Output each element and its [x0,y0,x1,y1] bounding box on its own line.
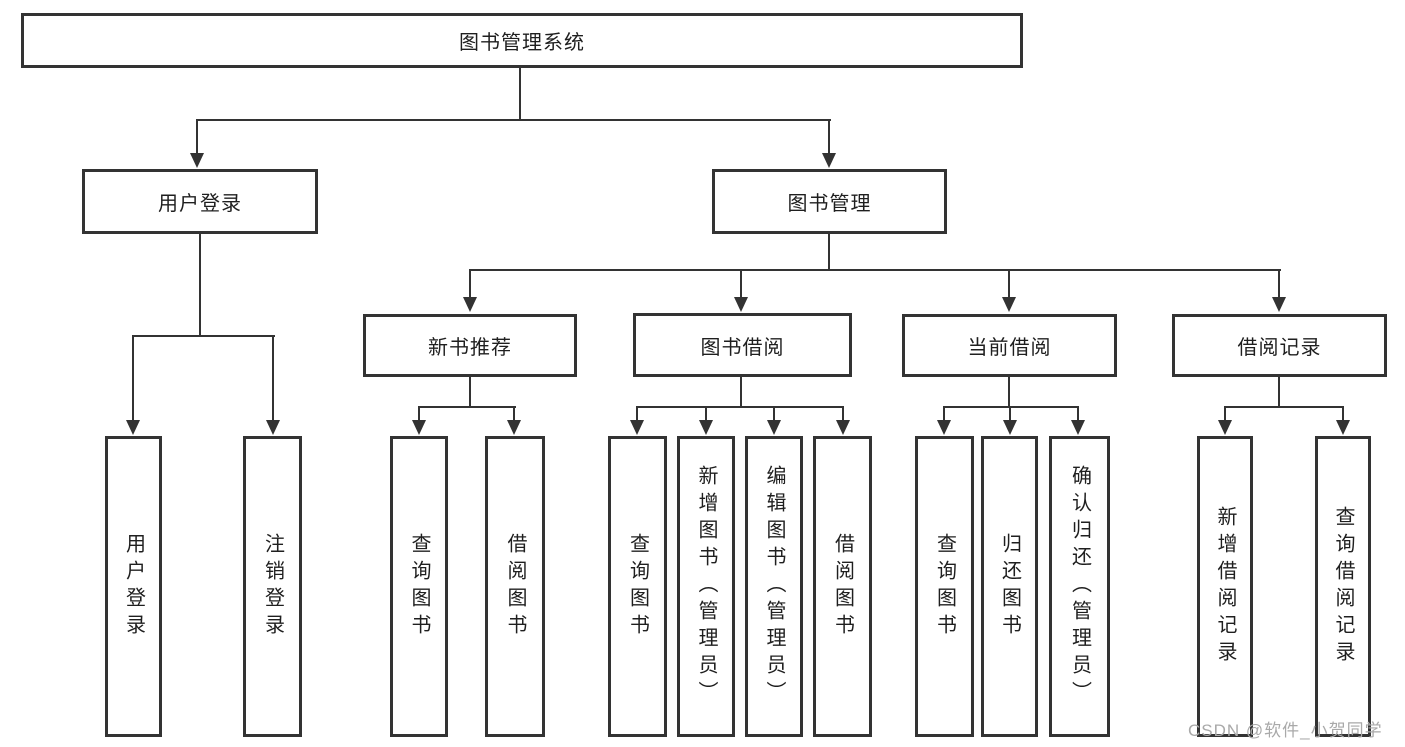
connector-vline [1008,269,1010,300]
connector-vline [740,375,742,408]
arrow-down-icon [1002,297,1016,312]
csdn-watermark: CSDN @软件_小贺同学 [1188,721,1383,740]
node-book-borrowing: 图书借阅 [633,313,852,377]
node-current-borrowing: 当前借阅 [902,314,1117,377]
node-borrowing-records: 借阅记录 [1172,314,1387,377]
arrow-down-icon [126,420,140,435]
connector-vline [418,406,420,422]
connector-vline [132,335,134,423]
connector-vline [272,335,274,423]
connector-vline [469,269,471,300]
connector-vline [1224,406,1226,422]
leaf-borrow-books: 借阅图书 [485,436,545,737]
connector-hline [132,335,275,337]
connector-vline [1278,375,1280,408]
node-new-book-recommendation: 新书推荐 [363,314,577,377]
connector-vline [636,406,638,422]
leaf-add-borrow-record: 新增借阅记录 [1197,436,1253,737]
leaf-label: 查询图书 [626,532,649,641]
node-label: 当前借阅 [967,337,1052,359]
node-label: 借阅记录 [1237,337,1322,359]
connector-vline [828,232,830,271]
arrow-down-icon [937,420,951,435]
connector-vline [773,406,775,422]
connector-hline [636,406,844,408]
node-label: 图书管理 [787,193,872,215]
leaf-label: 查询图书 [933,532,956,641]
arrow-down-icon [822,153,836,168]
node-user-login: 用户登录 [82,169,318,234]
connector-vline [1008,375,1010,408]
leaf-return-books: 归还图书 [981,436,1038,737]
arrow-down-icon [699,420,713,435]
leaf-query-books: 查询图书 [915,436,974,737]
arrow-down-icon [630,420,644,435]
connector-vline [740,269,742,300]
connector-vline [828,119,830,157]
arrow-down-icon [507,420,521,435]
connector-vline [842,406,844,422]
node-label: 图书管理系统 [459,32,585,54]
connector-vline [469,375,471,408]
leaf-label: 编辑图书（管理员） [763,465,785,708]
leaf-add-book-admin: 新增图书（管理员） [677,436,735,737]
connector-hline [943,406,1079,408]
arrow-down-icon [767,420,781,435]
node-label: 新书推荐 [428,337,512,359]
leaf-confirm-return-admin: 确认归还（管理员） [1049,436,1110,737]
connector-vline [513,406,515,422]
leaf-label: 查询图书 [408,532,430,641]
arrow-down-icon [463,297,477,312]
leaf-label: 确认归还（管理员） [1068,465,1091,708]
leaf-logout: 注销登录 [243,436,302,737]
leaf-label: 归还图书 [998,532,1021,641]
leaf-query-books: 查询图书 [390,436,448,737]
arrow-down-icon [836,420,850,435]
leaf-label: 用户登录 [122,532,145,641]
leaf-label: 查询借阅记录 [1332,505,1354,668]
connector-vline [196,119,198,157]
leaf-query-books: 查询图书 [608,436,667,737]
arrow-down-icon [1218,420,1232,435]
node-book-management: 图书管理 [712,169,947,234]
connector-vline [1009,406,1011,422]
connector-hline [418,406,516,408]
node-label: 用户登录 [158,193,242,215]
arrow-down-icon [190,153,204,168]
connector-vline [1278,269,1280,300]
connector-hline [196,119,831,121]
connector-vline [1077,406,1079,422]
arrow-down-icon [1003,420,1017,435]
leaf-label: 新增图书（管理员） [695,465,717,708]
leaf-edit-book-admin: 编辑图书（管理员） [745,436,803,737]
connector-vline [1342,406,1344,422]
arrow-down-icon [1336,420,1350,435]
arrow-down-icon [1071,420,1085,435]
leaf-borrow-books: 借阅图书 [813,436,872,737]
leaf-label: 借阅图书 [504,532,526,641]
node-label: 图书借阅 [700,336,785,359]
leaf-label: 借阅图书 [831,532,854,641]
arrow-down-icon [266,420,280,435]
leaf-label: 注销登录 [261,532,284,641]
arrow-down-icon [1272,297,1286,312]
connector-vline [199,232,201,337]
connector-vline [519,68,521,121]
node-library-system: 图书管理系统 [21,13,1023,68]
arrow-down-icon [412,420,426,435]
connector-vline [943,406,945,422]
connector-vline [705,406,707,422]
connector-hline [469,269,1281,271]
leaf-label: 新增借阅记录 [1214,505,1236,668]
leaf-query-borrow-record: 查询借阅记录 [1315,436,1371,737]
leaf-user-login: 用户登录 [105,436,162,737]
connector-hline [1224,406,1344,408]
arrow-down-icon [734,297,748,312]
